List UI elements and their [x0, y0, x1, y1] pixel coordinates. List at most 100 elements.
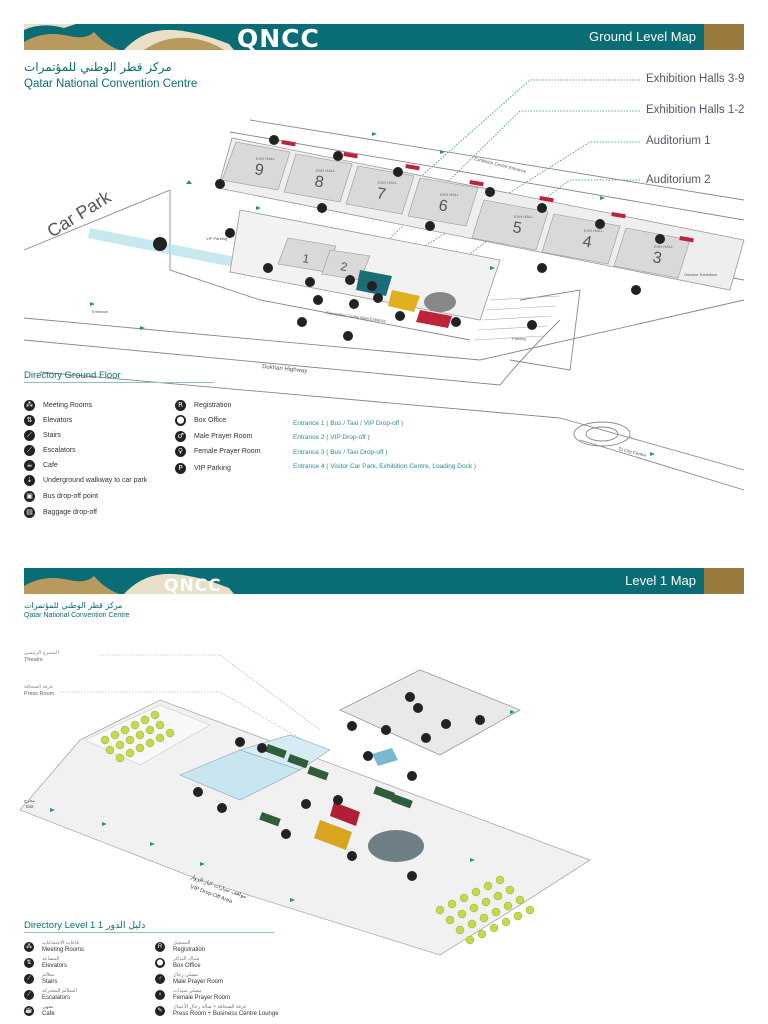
roundabout-outer [573, 421, 631, 447]
legend-stairs: ⟋Stairs [24, 430, 61, 441]
level1-leader-lines [60, 654, 321, 751]
map-cafe-icon [317, 203, 327, 213]
map-male-prayer-icon [451, 317, 461, 327]
map-meeting-rooms-icon [263, 263, 273, 273]
map-registration-icon [537, 203, 547, 213]
map-cafe-icon [215, 179, 225, 189]
baggage-icon: ▤ [24, 507, 35, 518]
map-underground-walkway-icon [153, 237, 167, 251]
map-stairs-icon [349, 299, 359, 309]
exhibition-hall-5 [471, 199, 549, 251]
entrance-1-text: Entrance 1 ( Bus / Taxi / VIP Drop-off ) [293, 420, 404, 427]
hall-abbrev-5: EXH HALL [514, 214, 534, 219]
roundabout-inner [585, 426, 619, 442]
arabic-centre-name: مركز قطر الوطني للمؤتمرات [24, 60, 172, 74]
hall-number-7: 7 [375, 185, 387, 203]
english-centre-name: Qatar National Convention Centre [24, 612, 130, 619]
female-prayer-icon: ♀ [155, 990, 165, 1000]
exit-label: Exit [26, 804, 34, 809]
walkway-strip [88, 228, 260, 272]
red-block [416, 310, 452, 328]
level1-platform [19, 699, 591, 956]
callout-auditorium-2: Auditorium 2 [646, 174, 711, 186]
legend-meeting-rooms: ⁂Meeting Rooms [24, 400, 93, 411]
banner-gold-block [704, 24, 744, 50]
qncc-logo: QNCC [237, 24, 320, 50]
meeting-rooms-icon: ⁂ [24, 400, 35, 411]
entrance-strip [469, 180, 484, 187]
underground-walkway-icon: ⇣ [24, 475, 35, 486]
legend-baggage-drop-off: ▤Baggage drop-off [24, 507, 97, 518]
legend-bus-drop-off: ▣Bus drop-off point [24, 491, 98, 502]
entrance-3-text: Entrance 3 ( Bus / Taxi Drop-off ) [293, 449, 388, 456]
blue-feature [372, 748, 398, 766]
highway-right-bottom [579, 439, 745, 491]
hall-abbrev-7: EXH HALL [378, 180, 398, 185]
map-cafe-icon [425, 221, 435, 231]
ground-level-banner: QNCC Ground Level Map [24, 24, 744, 50]
entrance-4-text: Entrance 4 ( Visitor Car Park, Exhibitio… [293, 463, 477, 470]
auditorium-dome [368, 830, 424, 862]
inner-loop-road [169, 190, 471, 341]
ground-level-map: 9 8 7 6 5 4 3 1 2 EXH HALL EXH HALL EXH … [23, 79, 745, 491]
level1-poi-icons [193, 692, 485, 881]
banner-gold-block [704, 568, 744, 594]
registration-icon: R [155, 942, 165, 952]
legend-underground-walkway: ⇣Underground walkway to car park [24, 475, 147, 486]
parking-label: Parking [512, 336, 526, 341]
box-office-icon: ⬤ [175, 415, 186, 426]
map-parking-icon [527, 320, 537, 330]
map-registration-icon [333, 151, 343, 161]
entrance-2-text: Entrance 2 ( VIP Drop-off ) [293, 434, 370, 441]
callout-auditorium-1: Auditorium 1 [646, 135, 711, 147]
box-office-icon: ⬤ [155, 958, 165, 968]
escalators-icon: ⟋ [24, 990, 34, 1000]
meeting-rooms-icon: ⁂ [24, 942, 34, 952]
map-registration-icon [269, 135, 279, 145]
hall-abbrev-6: EXH HALL [440, 192, 460, 197]
exhibition-centre-entrance-label: Exhibition Centre Entrance [474, 156, 528, 174]
map-vip-parking-icon [225, 228, 235, 238]
exhibition-hall-8 [283, 153, 353, 203]
level1-directory-rule [24, 932, 274, 933]
arabic-centre-name: مركز قطر الوطني للمؤتمرات [24, 601, 123, 610]
press-room-icon: ✎ [155, 1006, 165, 1016]
trees-right [435, 875, 535, 945]
callout-exhibition-halls-3-9: Exhibition Halls 3-9 [646, 73, 745, 85]
legend-box-office: ⬤Box Office [175, 415, 227, 426]
hall-number-4: 4 [581, 233, 593, 251]
map-elevator-icon [345, 275, 355, 285]
entrance-map-label: Entrance [92, 309, 109, 314]
leader-line-halls-3-9 [399, 79, 640, 196]
outdoor-exhibition-label: Outdoor Exhibition [684, 272, 717, 277]
male-prayer-icon: ♂ [155, 974, 165, 984]
dukhan-highway-top [23, 339, 501, 386]
auditorium-2-shape [388, 290, 420, 312]
yellow-block [314, 820, 352, 850]
legend-escalators: ⟋Escalators [24, 445, 76, 456]
entrance-strip [343, 152, 358, 159]
map-registration-icon [485, 187, 495, 197]
map-registration-icon [655, 234, 665, 244]
map-registration-icon [393, 167, 403, 177]
map-registration-icon [595, 219, 605, 229]
ramp-road [499, 319, 561, 386]
entrance-strip [539, 196, 554, 203]
parking-grid-right [473, 295, 561, 341]
english-centre-name: Qatar National Convention Centre [24, 78, 198, 90]
level1-arrows [50, 710, 515, 902]
exhibition-hall-6 [407, 177, 479, 227]
road-outlines [23, 119, 745, 491]
legend-elevators: ⇅Elevators [24, 415, 72, 426]
parking-outline [509, 289, 581, 371]
female-prayer-icon: ♀ [175, 446, 186, 457]
hall-abbrev-8: EXH HALL [316, 168, 336, 173]
trees-left [100, 710, 175, 763]
